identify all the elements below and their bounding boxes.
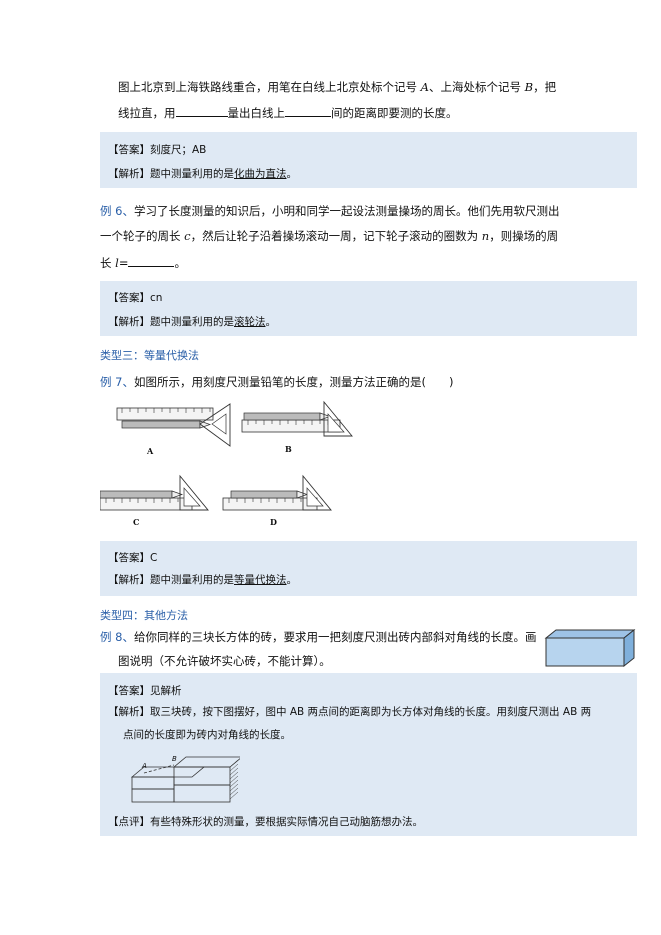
text: ，则操场的周 <box>489 229 559 243</box>
ex8-line-1: 例 8、给你同样的三块长方体的砖，要求用一把刻度尺测出砖内部斜对角线的长度。画 <box>100 629 536 645</box>
text: 如图所示，用刻度尺测量铅笔的长度，测量方法正确的是( ) <box>133 375 454 389</box>
analysis-line: 【解析】题中测量利用的是化曲为直法。 <box>108 166 297 182</box>
text: l <box>115 256 119 270</box>
answer-text: 刻度尺；AB <box>150 144 207 156</box>
text: 图上北京到上海铁路线重合，用笔在白线上北京处标个记号 <box>118 80 421 94</box>
ex8-line-2: 图说明（不允许破坏实心砖，不能计算）。 <box>118 654 331 668</box>
text: B <box>524 80 534 94</box>
text: 。 <box>286 168 298 180</box>
figure-d-ruler-pencil <box>222 474 332 511</box>
text: 一个轮子的周长 <box>100 229 185 243</box>
answer-box-3: 【答案】C 【解析】题中测量利用的是等量代换法。 <box>100 541 637 596</box>
text: A <box>420 80 429 94</box>
text: = <box>118 256 129 270</box>
ex6-line-1: 例 6、学习了长度测量的知识后，小明和同学一起设法测量操场的周长。他们先用软尺测… <box>100 203 559 219</box>
analysis-tag: 【解析】 <box>108 574 150 586</box>
example-label: 例 8、 <box>100 630 134 644</box>
text: 给你同样的三块长方体的砖，要求用一把刻度尺测出砖内部斜对角线的长度。画 <box>133 630 537 644</box>
point-b-label: B <box>172 755 177 763</box>
analysis-tag: 【解析】 <box>108 706 150 718</box>
answer-blank <box>285 104 331 117</box>
text: 题中测量利用的是 <box>150 316 234 328</box>
text: ，把 <box>533 80 557 94</box>
analysis-tag: 【解析】 <box>108 316 150 328</box>
text: 量出白线上 <box>227 106 286 120</box>
method-term: 等量代换法 <box>234 574 287 586</box>
comment-tag: 【点评】 <box>108 816 150 828</box>
bricks-diagram <box>130 756 240 803</box>
answer-line: 【答案】刻度尺；AB <box>108 142 206 158</box>
method-term: 滚轮法 <box>234 316 266 328</box>
text: 线拉直，用 <box>118 106 176 120</box>
answer-box-2: 【答案】cn 【解析】题中测量利用的是滚轮法。 <box>100 281 637 336</box>
brick-icon <box>544 628 636 668</box>
text: 学习了长度测量的知识后，小明和同学一起设法测量操场的周长。他们先用软尺测出 <box>133 204 560 218</box>
figure-b-ruler-pencil <box>241 400 353 437</box>
text: 间的距离即要测的长度。 <box>331 106 458 120</box>
caption-c: C <box>133 517 140 527</box>
answer-line: 【答案】C <box>108 550 157 566</box>
answer-text: C <box>150 552 158 564</box>
figure-a-ruler-pencil <box>116 403 231 447</box>
text: 题中测量利用的是 <box>150 574 234 586</box>
text: 。 <box>265 316 277 328</box>
answer-box-1: 【答案】刻度尺；AB 【解析】题中测量利用的是化曲为直法。 <box>100 132 637 188</box>
method-term: 化曲为直法 <box>234 168 287 180</box>
text: 题中测量利用的是 <box>150 168 234 180</box>
intro-line-1: 图上北京到上海铁路线重合，用笔在白线上北京处标个记号 A、上海处标个记号 B，把 <box>118 79 556 95</box>
example-label: 例 6、 <box>100 204 134 218</box>
intro-line-2: 线拉直，用 量出白线上 间的距离即要测的长度。 <box>118 104 458 121</box>
analysis-line-2: 点间的长度即为砖内对角线的长度。 <box>123 729 291 741</box>
ex6-line-3: 长 l= 。 <box>100 254 186 271</box>
caption-d: D <box>270 517 277 527</box>
answer-line: 【答案】cn <box>108 290 162 306</box>
answer-line: 【答案】见解析 <box>108 683 182 699</box>
answer-blank <box>175 104 228 117</box>
answer-tag: 【答案】 <box>108 144 150 156</box>
text: 长 <box>100 256 116 270</box>
text: 。 <box>174 256 186 270</box>
example-label: 例 7、 <box>100 375 134 389</box>
answer-blank <box>128 254 175 267</box>
text: 。 <box>286 574 298 586</box>
answer-text: 见解析 <box>150 685 182 697</box>
answer-tag: 【答案】 <box>108 552 150 564</box>
analysis-tag: 【解析】 <box>108 168 150 180</box>
caption-b: B <box>285 444 292 454</box>
point-a-label: A <box>142 762 147 770</box>
text: 有些特殊形状的测量，要根据实际情况自己动脑筋想办法。 <box>150 816 423 828</box>
text: n <box>481 229 490 243</box>
answer-text: cn <box>150 292 163 304</box>
answer-tag: 【答案】 <box>108 685 150 697</box>
analysis-line: 【解析】题中测量利用的是等量代换法。 <box>108 572 297 588</box>
text: ，然后让轮子沿着操场滚动一周，记下轮子滚动的圈数为 <box>190 229 482 243</box>
text: c <box>184 229 191 243</box>
type4-heading: 类型四：其他方法 <box>100 609 188 622</box>
text: 、上海处标个记号 <box>428 80 525 94</box>
text: 取三块砖，按下图摆好，图中 AB 两点间的距离即为长方体对角线的长度。用刻度尺测… <box>150 706 592 718</box>
analysis-line-1: 【解析】取三块砖，按下图摆好，图中 AB 两点间的距离即为长方体对角线的长度。用… <box>108 704 591 720</box>
answer-box-4: 【答案】见解析 【解析】取三块砖，按下图摆好，图中 AB 两点间的距离即为长方体… <box>100 673 637 836</box>
analysis-line: 【解析】题中测量利用的是滚轮法。 <box>108 314 276 330</box>
type3-heading: 类型三：等量代换法 <box>100 349 199 362</box>
figure-c-ruler-pencil <box>100 474 209 511</box>
ex6-line-2: 一个轮子的周长 c，然后让轮子沿着操场滚动一周，记下轮子滚动的圈数为 n，则操场… <box>100 228 558 244</box>
caption-a: A <box>147 446 154 456</box>
comment-line: 【点评】有些特殊形状的测量，要根据实际情况自己动脑筋想办法。 <box>108 814 423 830</box>
answer-tag: 【答案】 <box>108 292 150 304</box>
ex7-question: 例 7、如图所示，用刻度尺测量铅笔的长度，测量方法正确的是( ) <box>100 374 453 390</box>
